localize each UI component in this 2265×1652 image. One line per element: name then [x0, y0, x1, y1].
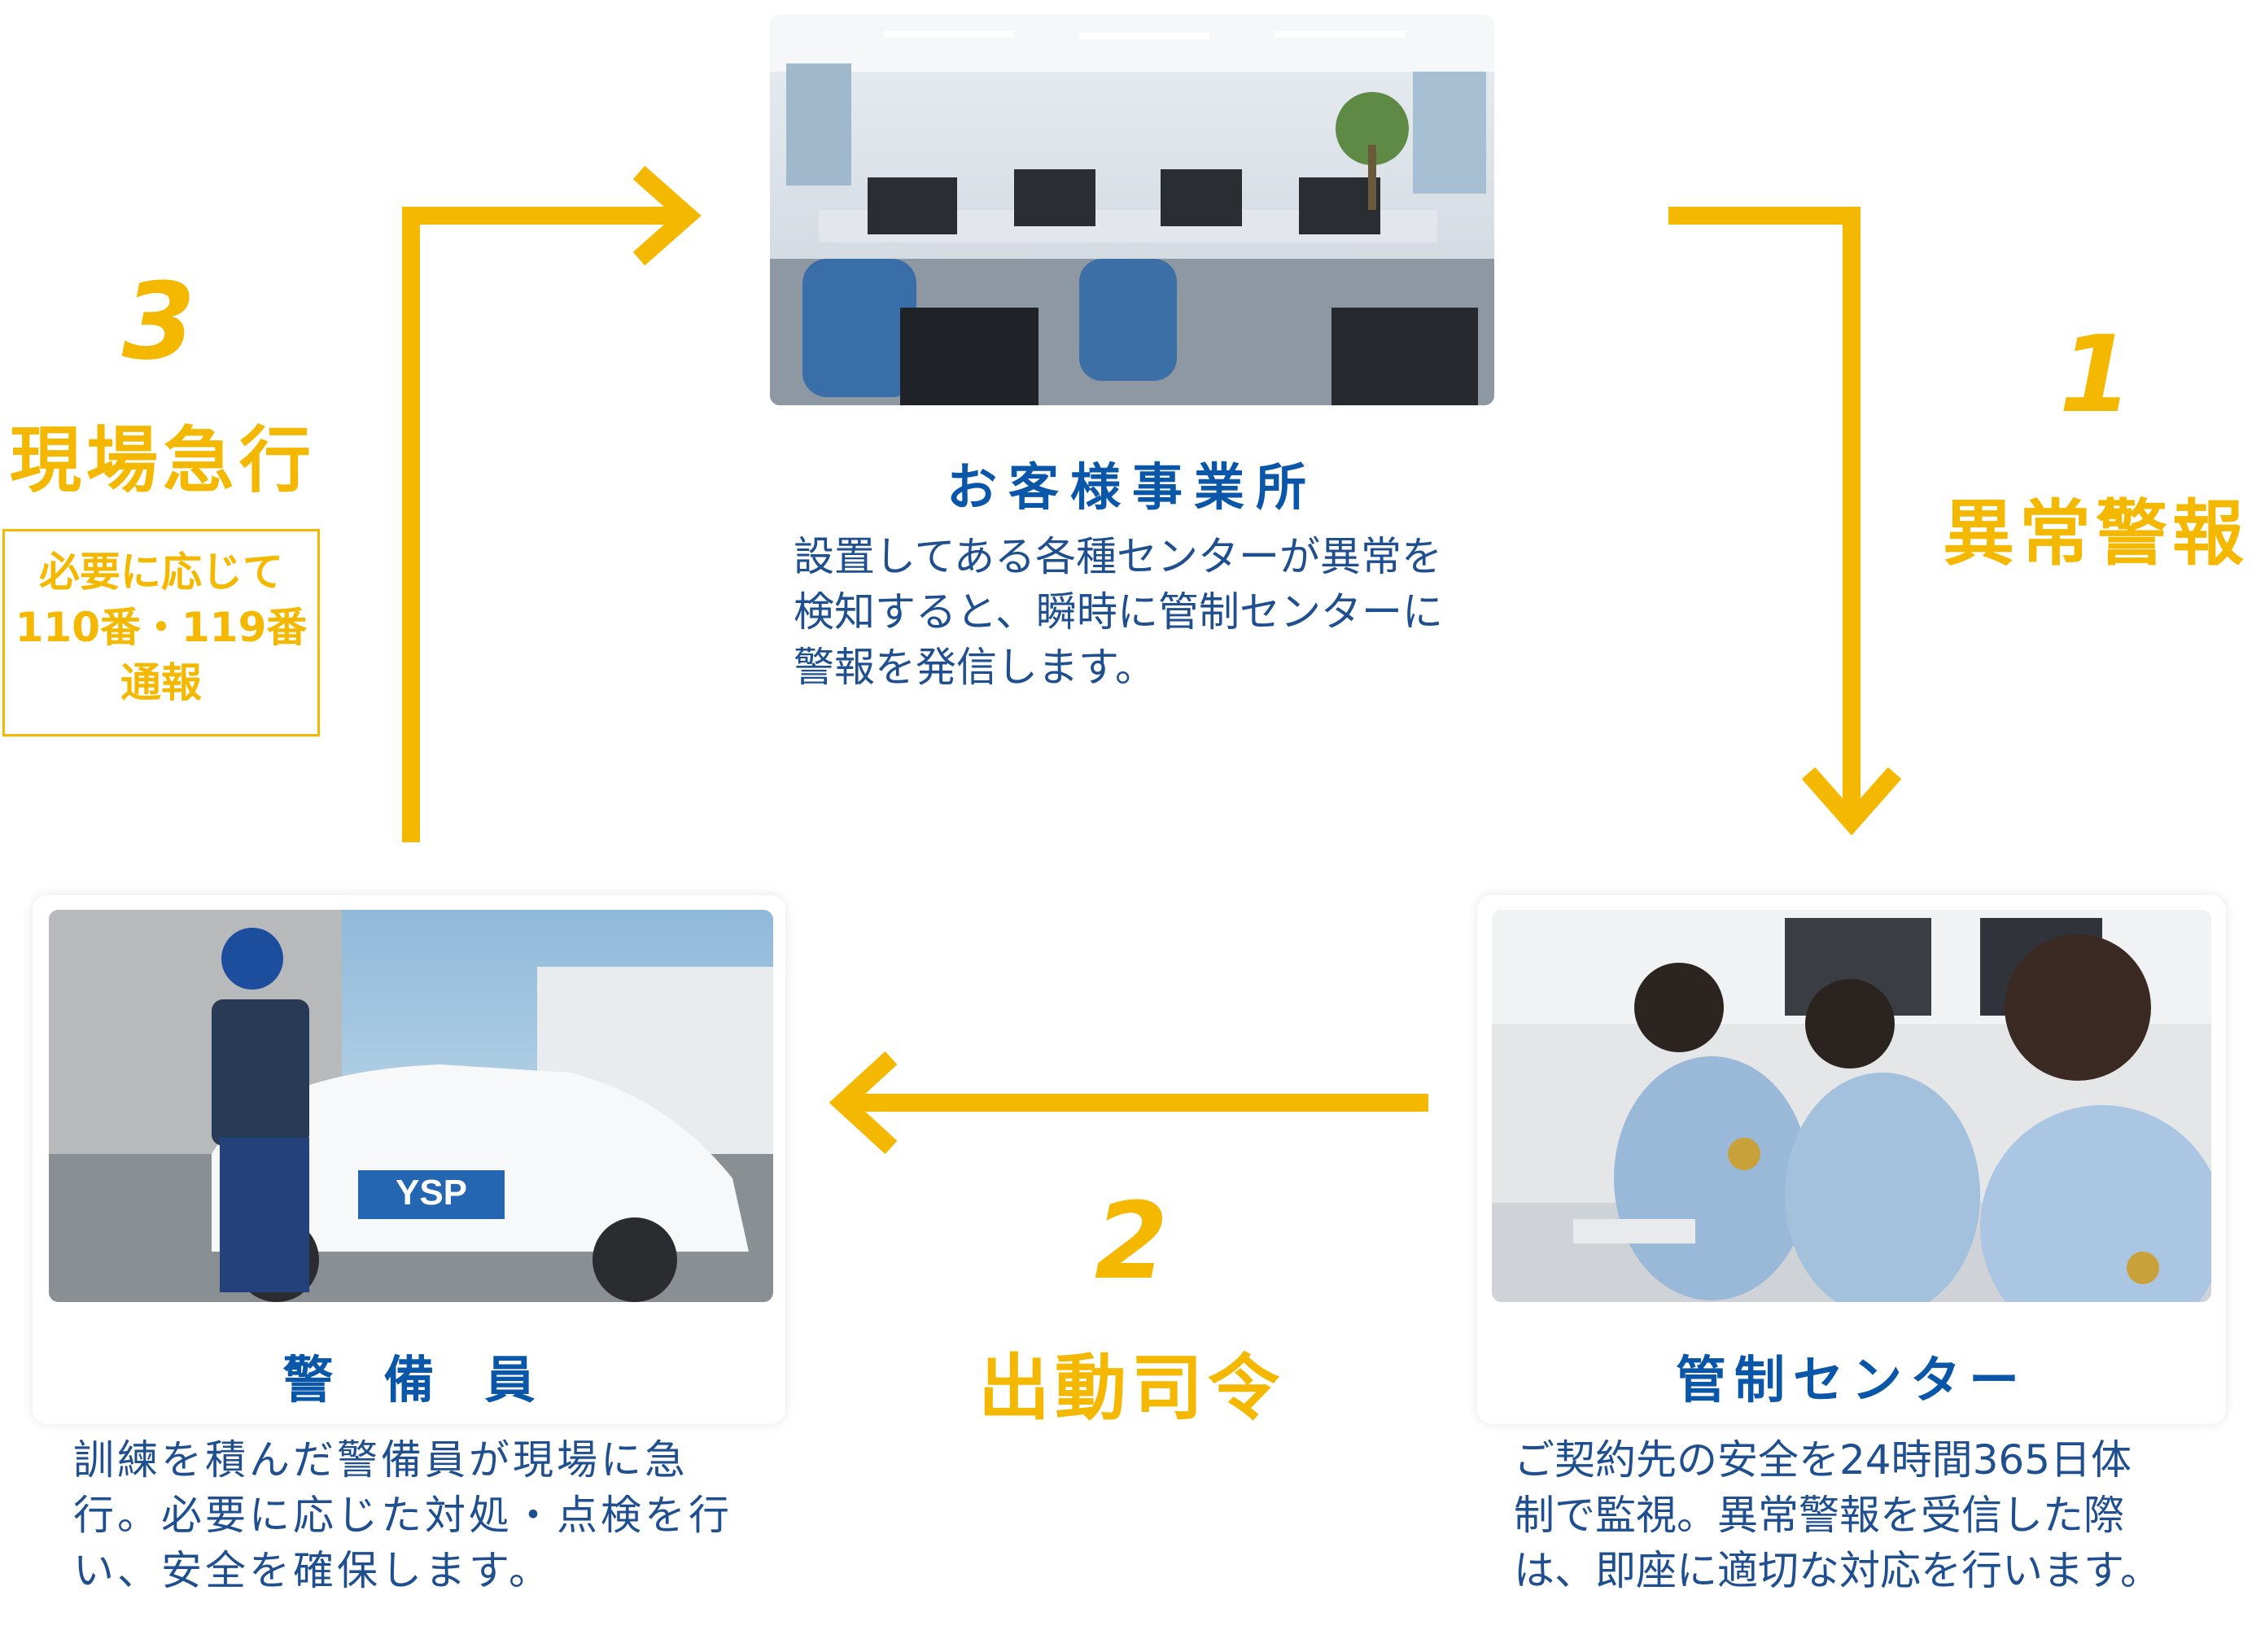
- description-line: 検知すると、瞬時に管制センターに: [794, 588, 1443, 636]
- arrow-step-1-head: [1801, 767, 1902, 836]
- office-illustration: [770, 15, 1494, 405]
- guard-illustration: YSP: [49, 910, 773, 1302]
- control-center-title: 管制センター: [1675, 1350, 2027, 1409]
- arrow-step-3-head: [632, 165, 702, 266]
- control-center-card: [1477, 895, 2226, 1424]
- step-3-note-box: 必要に応じて 110番・119番 通報: [2, 529, 320, 736]
- control-center-description: ご契約先の安全を24時間365日体 制で監視。異常警報を受信した際 は、即座に適…: [1514, 1432, 2214, 1598]
- office-photo: [770, 15, 1494, 405]
- description-line: 訓練を積んだ警備員が現場に急: [73, 1436, 689, 1484]
- description-line: 設置してある各種センターが異常を: [794, 533, 1442, 580]
- guard-description: 訓練を積んだ警備員が現場に急 行。必要に応じた対処・点検を行 い、安全を確保しま…: [73, 1432, 773, 1598]
- description-line: い、安全を確保します。: [73, 1547, 553, 1594]
- description-line: 制で監視。異常警報を受信した際: [1514, 1492, 2124, 1539]
- guard-title: 警 備 員: [282, 1350, 536, 1409]
- customer-office-card: [755, 0, 1509, 411]
- note-line: 110番・119番: [15, 604, 308, 651]
- step-2-number: 2: [1094, 1179, 1169, 1303]
- control-center-illustration: [1492, 910, 2211, 1302]
- note-line: 通報: [120, 659, 202, 706]
- arrow-step-3: [402, 207, 688, 842]
- step-3-number: 3: [121, 260, 196, 383]
- control-center-photo: [1492, 910, 2211, 1302]
- customer-office-description: 設置してある各種センターが異常を 検知すると、瞬時に管制センターに 警報を発信し…: [794, 529, 1502, 695]
- customer-office-title: お客様事業所: [946, 457, 1318, 517]
- description-line: 行。必要に応じた対処・点検を行: [73, 1492, 732, 1539]
- step-1-number: 1: [2058, 312, 2133, 436]
- note-line: 必要に応じて: [39, 548, 283, 596]
- guard-photo: YSP: [49, 910, 773, 1302]
- guard-card: YSP: [33, 895, 785, 1424]
- arrow-step-2-head: [829, 1051, 898, 1155]
- vehicle-logo-text: YSP: [396, 1173, 467, 1213]
- step-1-label: 異常警報: [1942, 492, 2249, 575]
- description-line: は、即座に適切な対応を行います。: [1514, 1547, 2161, 1594]
- description-line: ご契約先の安全を24時間365日体: [1514, 1436, 2132, 1484]
- step-2-label: 出動司令: [977, 1346, 1284, 1430]
- description-line: 警報を発信します。: [794, 644, 1156, 691]
- step-3-label: 現場急行: [9, 418, 316, 502]
- arrow-step-1: [1668, 207, 1861, 822]
